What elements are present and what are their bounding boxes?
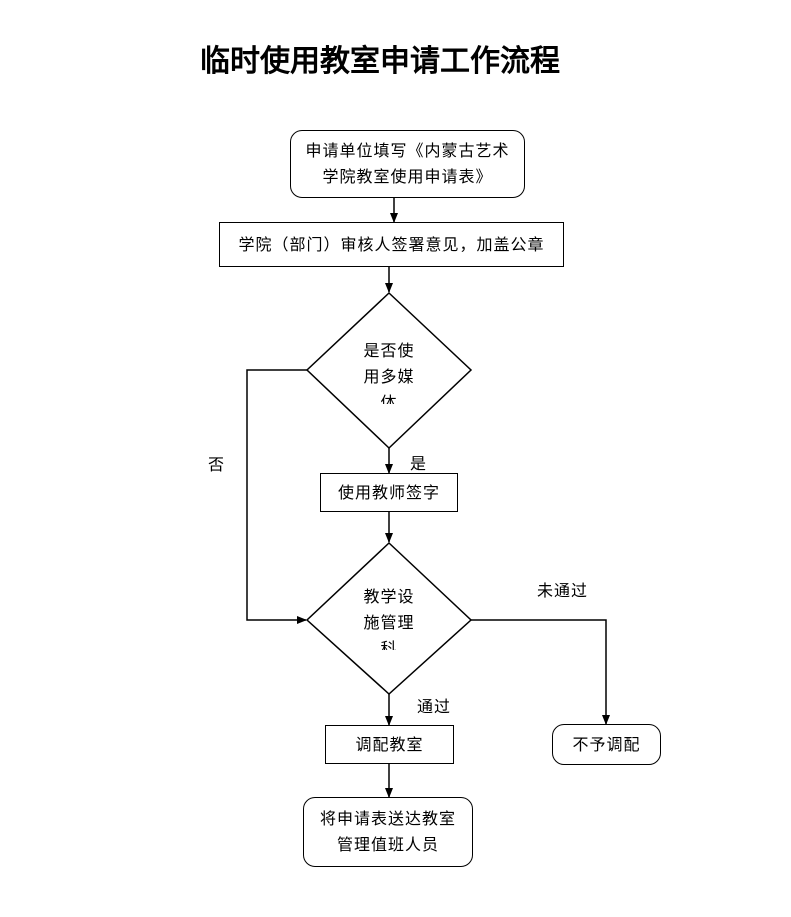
arrow-not-approved-branch bbox=[471, 619, 610, 725]
node-assign-room: 调配教室 bbox=[325, 725, 454, 764]
label-yes: 是 bbox=[410, 454, 428, 473]
node-no-assign-text: 不予调配 bbox=[572, 734, 641, 754]
node-assign-room-text: 调配教室 bbox=[355, 734, 424, 754]
label-approved: 通过 bbox=[417, 697, 452, 716]
node-fill-form-text: 申请单位填写《内蒙古艺术学院教室使用申请表》 bbox=[305, 141, 510, 186]
node-teacher-sign-text: 使用教师签字 bbox=[337, 482, 440, 502]
arrow-no-branch bbox=[246, 369, 307, 624]
page-title: 临时使用教室申请工作流程 bbox=[200, 44, 560, 79]
node-dept-review-text: 学院（部门）审核人签署意见，加盖公章 bbox=[238, 234, 545, 254]
decision-facility-text: 教学设施管理科 bbox=[363, 587, 415, 650]
node-dept-review: 学院（部门）审核人签署意见，加盖公章 bbox=[219, 222, 564, 267]
node-send-form: 将申请表送达教室管理值班人员 bbox=[303, 797, 473, 867]
label-no: 否 bbox=[208, 455, 226, 474]
node-send-form-text: 将申请表送达教室管理值班人员 bbox=[320, 809, 457, 854]
node-no-assign: 不予调配 bbox=[552, 724, 661, 765]
decision-multimedia-text: 是否使用多媒体 bbox=[363, 341, 415, 404]
label-not-approved: 未通过 bbox=[537, 581, 589, 600]
node-teacher-sign: 使用教师签字 bbox=[320, 473, 458, 512]
node-fill-form: 申请单位填写《内蒙古艺术学院教室使用申请表》 bbox=[290, 130, 525, 198]
